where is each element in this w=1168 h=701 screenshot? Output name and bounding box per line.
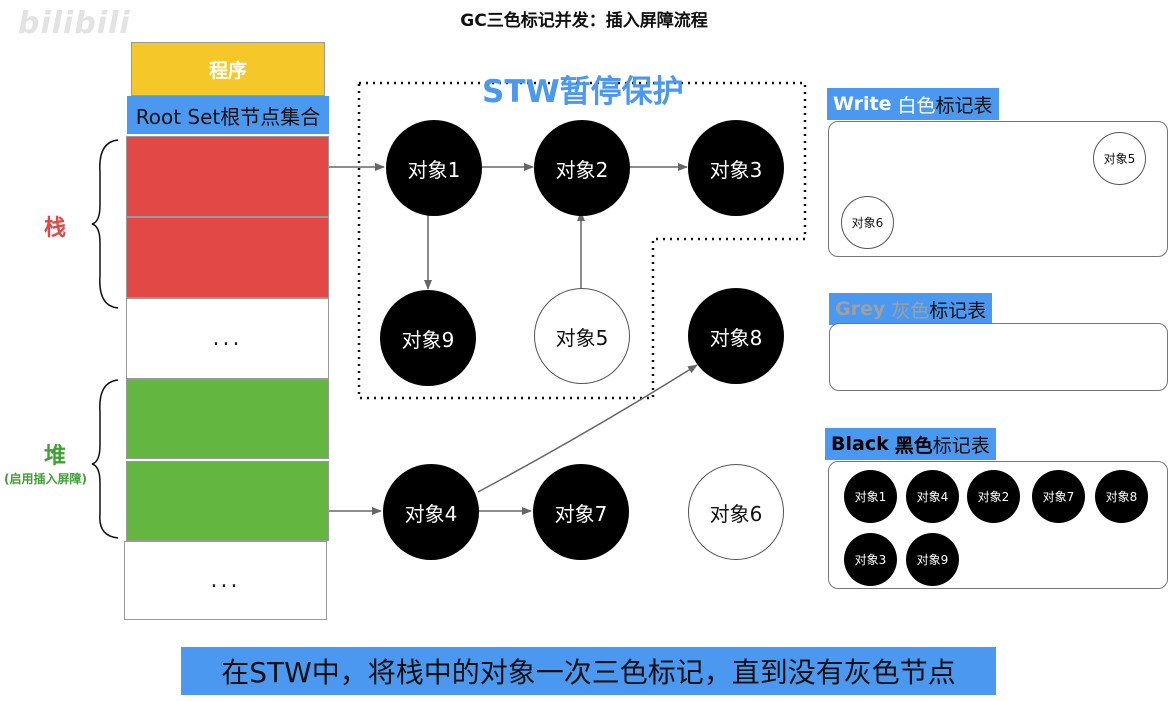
stack-ellipsis-cell: ...: [126, 298, 329, 379]
white-table-label: Write 白色 标记表: [827, 88, 999, 120]
heap-sublabel: (启用插入屏障): [4, 472, 87, 486]
heap-cell-1: [126, 379, 329, 459]
black-table-object-7: 对象7: [1032, 470, 1085, 523]
grey-table-label-color: 灰色: [891, 299, 930, 322]
heap-ellipsis-cell: ...: [124, 541, 327, 620]
black-table-object-4: 对象4: [906, 470, 959, 523]
black-table-object-1: 对象1: [844, 470, 897, 523]
white-table-label-color: 白色: [897, 94, 936, 117]
object-8-node: 对象8: [688, 288, 784, 384]
object-4-node: 对象4: [383, 464, 479, 560]
stw-title: STW暂停保护: [482, 74, 684, 110]
heap-cell-2: [126, 461, 329, 541]
bilibili-watermark: bilibili: [18, 6, 131, 41]
diagram-title: GC三色标记并发：插入屏障流程: [460, 11, 708, 31]
stack-label: 栈: [44, 216, 67, 241]
object-5-node: 对象5: [534, 288, 630, 384]
program-box: 程序: [131, 42, 325, 96]
black-table-label-color: 黑色: [894, 434, 933, 457]
root-set-label: Root Set根节点集合: [127, 96, 329, 134]
caption-banner: 在STW中，将栈中的对象一次三色标记，直到没有灰色节点: [181, 647, 996, 695]
stack-cell-1: [126, 136, 329, 217]
stack-cell-2: [126, 217, 329, 298]
object-7-node: 对象7: [533, 464, 629, 560]
black-table-label-rest: 标记表: [932, 434, 990, 457]
white-table-box: 对象5 对象6: [828, 121, 1168, 257]
object-2-node: 对象2: [534, 120, 630, 216]
black-table-object-3: 对象3: [844, 533, 897, 586]
white-table-object-6: 对象6: [841, 196, 894, 249]
grey-table-box: [829, 323, 1168, 391]
black-table-object-8: 对象8: [1095, 470, 1148, 523]
black-table-object-9: 对象9: [906, 533, 959, 586]
grey-table-label: Grey 灰色 标记表: [829, 293, 993, 325]
white-table-label-rest: 标记表: [935, 94, 993, 117]
black-table-box: 对象1 对象4 对象2 对象7 对象8 对象3 对象9: [828, 461, 1168, 589]
object-6-node: 对象6: [688, 464, 784, 560]
stack-brace: [91, 139, 119, 309]
grey-table-label-latin: Grey: [835, 298, 886, 320]
object-9-node: 对象9: [380, 290, 476, 386]
object-3-node: 对象3: [688, 120, 784, 216]
black-table-label: Black 黑色 标记表: [825, 428, 996, 460]
heap-label: 堆: [44, 444, 67, 469]
grey-table-label-rest: 标记表: [929, 299, 987, 322]
black-table-object-2: 对象2: [967, 470, 1020, 523]
arrow-obj4-to-obj8: [477, 364, 698, 493]
white-table-object-5: 对象5: [1093, 132, 1146, 185]
heap-brace: [91, 379, 119, 539]
black-table-label-latin: Black: [831, 433, 889, 455]
white-table-label-latin: Write: [833, 93, 892, 115]
object-1-node: 对象1: [386, 120, 482, 216]
